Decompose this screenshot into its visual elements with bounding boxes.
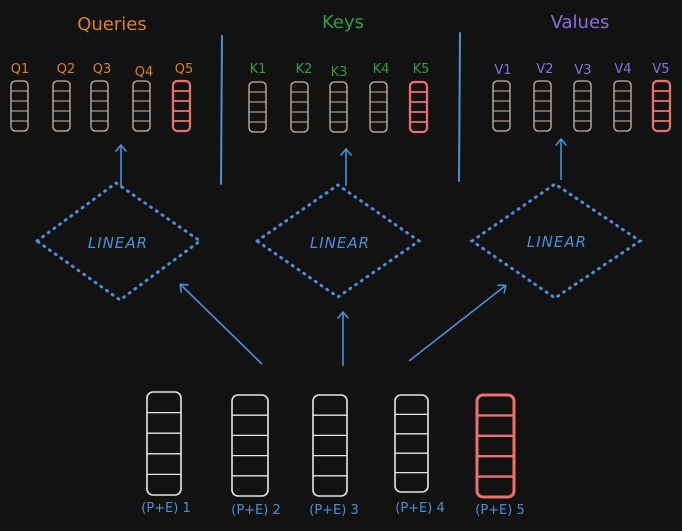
keys-vector-4 xyxy=(369,81,388,133)
value-label-1: V1 xyxy=(494,63,511,78)
input-label-3: (P+E) 3 xyxy=(309,503,359,518)
values-vector-5 xyxy=(651,79,672,133)
input-label-2: (P+E) 2 xyxy=(231,503,281,518)
input-vector-5 xyxy=(475,393,516,499)
keys-vector-1 xyxy=(248,81,267,133)
queries-vector-1 xyxy=(10,80,29,132)
input-vector-1 xyxy=(146,391,182,496)
values-vector-2 xyxy=(533,80,552,132)
input-label-5: (P+E) 5 xyxy=(475,503,525,518)
values-vector-1 xyxy=(492,80,511,132)
key-label-5: K5 xyxy=(413,62,430,77)
value-label-2: V2 xyxy=(536,62,553,77)
keys-vector-3 xyxy=(329,81,348,133)
value-label-3: V3 xyxy=(574,63,591,78)
input-label-4: (P+E) 4 xyxy=(395,501,445,516)
query-label-3: Q3 xyxy=(93,62,112,77)
queries-vector-2 xyxy=(52,80,71,132)
values-vector-4 xyxy=(613,80,632,132)
queries-vector-group xyxy=(10,79,192,133)
key-label-3: K3 xyxy=(331,65,348,80)
input-vector-group xyxy=(146,391,516,499)
keys-title: Keys xyxy=(322,12,364,33)
query-label-5: Q5 xyxy=(175,62,194,77)
query-label-2: Q2 xyxy=(57,62,76,77)
queries-vector-4 xyxy=(132,80,151,132)
query-label-4: Q4 xyxy=(135,65,154,80)
key-label-2: K2 xyxy=(296,62,313,77)
arrow-up-icon xyxy=(179,283,263,365)
key-label-1: K1 xyxy=(250,62,267,77)
linear-layer-keys xyxy=(254,183,422,299)
linear-label-values: LINEAR xyxy=(527,233,587,251)
linear-layer-values xyxy=(469,182,643,300)
values-vector-group xyxy=(492,79,672,133)
separator-keys-values xyxy=(458,32,461,182)
keys-vector-5 xyxy=(408,80,429,134)
queries-title: Queries xyxy=(77,14,147,35)
queries-vector-3 xyxy=(90,80,109,132)
values-title: Values xyxy=(551,12,610,33)
keys-vector-2 xyxy=(290,81,309,133)
value-label-4: V4 xyxy=(614,62,631,77)
linear-label-keys: LINEAR xyxy=(310,234,370,252)
input-vector-4 xyxy=(394,394,429,493)
query-label-1: Q1 xyxy=(11,62,30,77)
linear-label-queries: LINEAR xyxy=(88,234,148,252)
separator-queries-keys xyxy=(220,35,223,185)
value-label-5: V5 xyxy=(652,62,669,77)
values-vector-3 xyxy=(573,80,592,132)
keys-vector-group xyxy=(248,80,429,134)
input-vector-2 xyxy=(231,394,269,497)
input-vector-3 xyxy=(312,394,348,497)
queries-vector-5 xyxy=(171,79,192,133)
linear-layer-queries xyxy=(34,181,203,302)
key-label-4: K4 xyxy=(373,62,390,77)
arrow-up-icon xyxy=(408,284,507,362)
input-label-1: (P+E) 1 xyxy=(141,501,191,516)
